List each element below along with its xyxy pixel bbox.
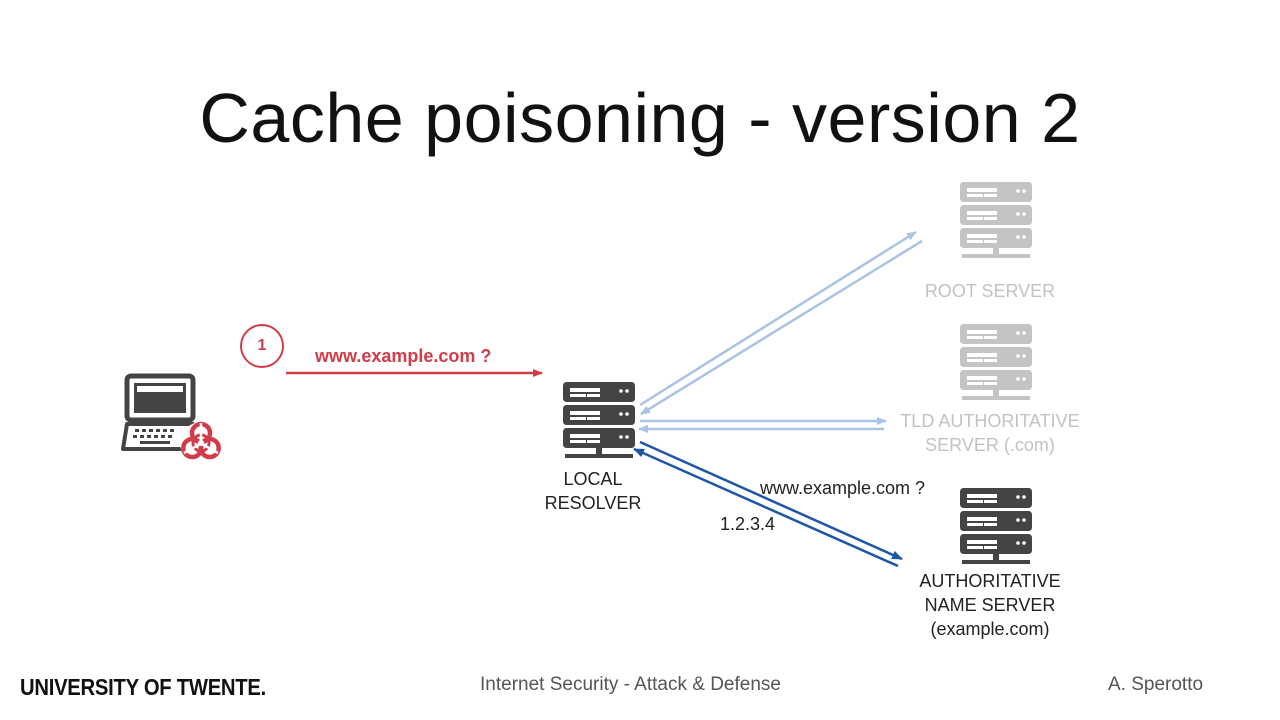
auth-server-label-line1: AUTHORITATIVE	[919, 571, 1061, 591]
tld-server-label-line2: SERVER (.com)	[925, 435, 1055, 455]
auth-server-label-line2: NAME SERVER	[924, 595, 1056, 615]
attacker-laptop-icon	[121, 373, 201, 451]
root-server-icon	[960, 182, 1032, 258]
university-logo: UNIVERSITY OF TWENTE.	[20, 674, 266, 700]
root-answer-arrow	[640, 239, 923, 416]
auth-server-label-line3: (example.com)	[930, 619, 1050, 639]
auth-answer-arrow	[633, 447, 899, 568]
local-resolver-label-line1: LOCAL	[563, 469, 623, 489]
slide-title: Cache poisoning - version 2	[199, 79, 1081, 157]
root-server-label: ROOT SERVER	[924, 281, 1056, 301]
attacker-query-label: www.example.com ?	[315, 346, 492, 366]
step-number-badge: 1	[240, 324, 284, 368]
local-resolver-server-icon	[563, 382, 635, 458]
auth-answer-label: 1.2.3.4	[720, 514, 776, 534]
root-query-arrow	[639, 230, 917, 407]
tld-server-label-line1: TLD AUTHORITATIVE	[900, 411, 1080, 431]
local-resolver-label-line2: RESOLVER	[544, 493, 642, 513]
course-name: Internet Security - Attack & Defense	[480, 674, 781, 695]
tld-server-icon	[960, 324, 1032, 400]
biohazard-icon	[180, 421, 222, 464]
author-name: A. Sperotto	[1108, 674, 1204, 695]
auth-server-icon	[960, 488, 1032, 564]
auth-query-arrow	[639, 440, 903, 561]
auth-query-label: www.example.com ?	[760, 478, 926, 498]
